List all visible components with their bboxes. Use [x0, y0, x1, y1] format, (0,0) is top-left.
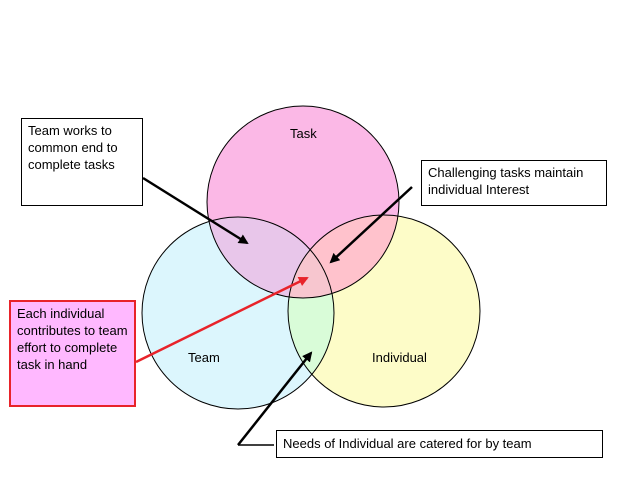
- task-team-overlap: [207, 217, 334, 298]
- challenging-arrow: [329, 186, 413, 264]
- each-individual-callout: Each individual contributes to team effo…: [9, 300, 136, 407]
- team-works-arrow: [142, 176, 249, 245]
- team-label: Team: [188, 350, 220, 365]
- team-circle-outline: [141, 216, 335, 410]
- each-individual-arrow: [135, 276, 309, 364]
- needs-arrow: [237, 351, 313, 446]
- individual-circle-outline: [287, 214, 481, 408]
- challenging-callout: Challenging tasks maintain individual In…: [421, 160, 607, 206]
- team-works-callout: Team works to common end to complete tas…: [21, 118, 143, 206]
- individual-label: Individual: [372, 350, 427, 365]
- task-circle-outline: [206, 105, 400, 299]
- task-label: Task: [290, 126, 317, 141]
- needs-callout: Needs of Individual are catered for by t…: [276, 430, 603, 458]
